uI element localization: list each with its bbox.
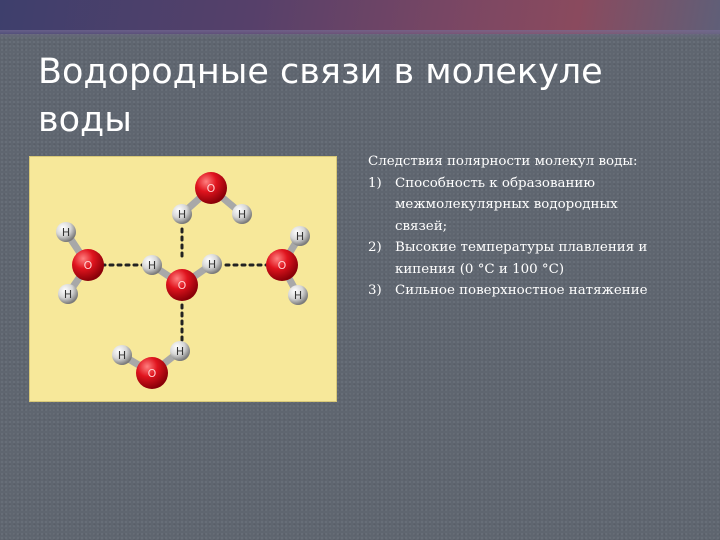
hydrogen-atom (288, 285, 308, 305)
hydrogen-label: H (178, 208, 186, 221)
water-molecule-top: H H O (172, 172, 252, 224)
consequences-text-block: Следствия полярности молекул воды: 1) Сп… (368, 151, 668, 302)
list-item: 2) Высокие температуры плавления и кипен… (368, 237, 668, 280)
list-item: 1) Способность к образованию межмолекуля… (368, 173, 668, 238)
hydrogen-label: H (294, 289, 302, 302)
hydrogen-label: H (176, 345, 184, 358)
list-item: 3) Сильное поверхностное натяжение (368, 280, 668, 302)
hydrogen-label: H (62, 226, 70, 239)
oxygen-atom (72, 249, 104, 281)
list-item-text: Высокие температуры плавления и кипения … (395, 240, 648, 277)
slide-title: Водородные связи в молекуле воды (38, 52, 603, 140)
hydrogen-label: H (238, 208, 246, 221)
oxygen-label: O (148, 367, 157, 380)
molecule-svg: H H O H H O H H O H H (56, 172, 310, 389)
oxygen-label: O (207, 182, 216, 195)
top-decor-band (0, 0, 720, 34)
hydrogen-atom (290, 226, 310, 246)
water-molecule-bottom: H H O (112, 341, 190, 389)
oxygen-atom (266, 249, 298, 281)
oxygen-label: O (178, 279, 187, 292)
water-molecule-left: H H O (56, 222, 104, 304)
list-item-number: 1) (368, 175, 382, 191)
list-item-number: 2) (368, 240, 382, 255)
hydrogen-atom (142, 255, 162, 275)
hydrogen-atom (232, 204, 252, 224)
hydrogen-atom (112, 345, 132, 365)
hydrogen-label: H (118, 349, 126, 362)
list-item-text: Способность к образованию межмолекулярны… (395, 175, 618, 234)
list-item-number: 3) (368, 283, 382, 298)
hydrogen-atom (170, 341, 190, 361)
hydrogen-atom (172, 204, 192, 224)
hydrogen-atom (58, 284, 78, 304)
water-molecule-center: H H O (142, 254, 222, 301)
oxygen-atom (195, 172, 227, 204)
hydrogen-label: H (64, 288, 72, 301)
hydrogen-label: H (148, 259, 156, 272)
water-molecule-right: H H O (266, 226, 310, 305)
hydrogen-label: H (296, 230, 304, 243)
consequences-list: 1) Способность к образованию межмолекуля… (368, 173, 668, 302)
oxygen-label: O (84, 259, 93, 272)
top-decor-edge (0, 30, 720, 38)
consequences-intro: Следствия полярности молекул воды: (368, 154, 638, 169)
oxygen-atom (136, 357, 168, 389)
list-item-text: Сильное поверхностное натяжение (395, 283, 648, 298)
oxygen-atom (166, 269, 198, 301)
water-molecules-diagram: H H O H H O H H O H H (29, 156, 337, 402)
hydrogen-atom (202, 254, 222, 274)
oxygen-label: O (278, 259, 287, 272)
hydrogen-label: H (208, 258, 216, 271)
hydrogen-atom (56, 222, 76, 242)
